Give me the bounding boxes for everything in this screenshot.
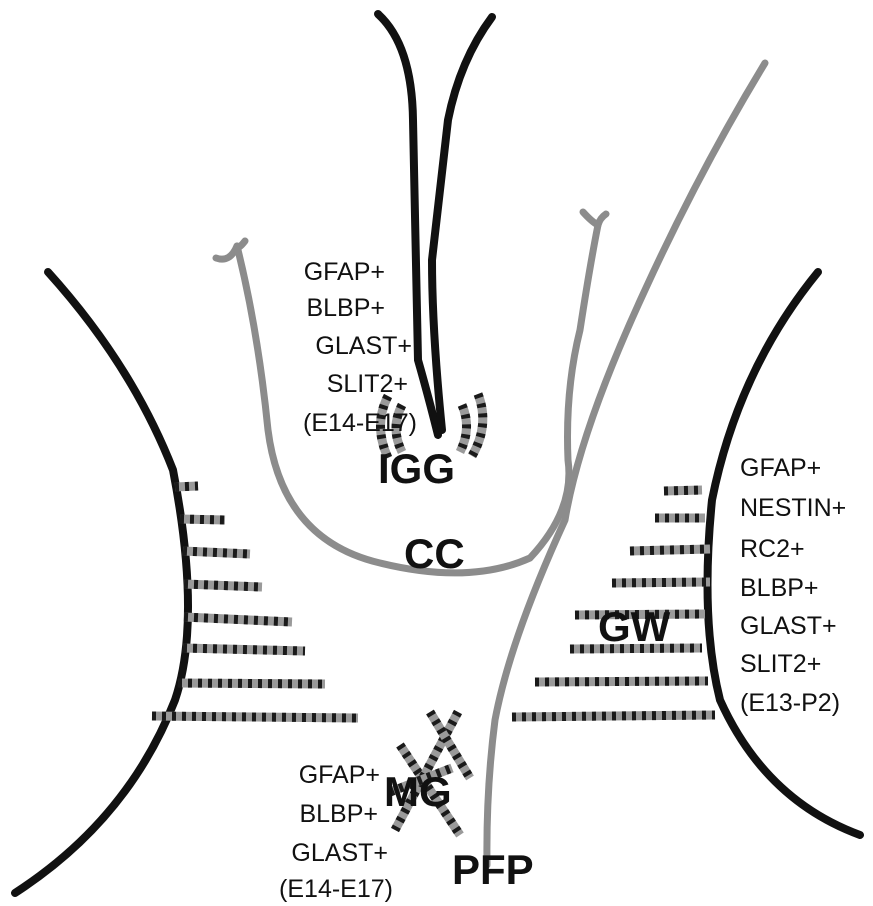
gw-marker-age: (E13-P2) bbox=[740, 689, 840, 717]
igg-marker-blbp: BLBP+ bbox=[306, 294, 385, 322]
gw-marker-blbp: BLBP+ bbox=[740, 574, 819, 602]
mg-marker-blbp: BLBP+ bbox=[299, 800, 378, 828]
mg-marker-glast: GLAST+ bbox=[291, 839, 388, 867]
igg-marker-gfap: GFAP+ bbox=[304, 258, 385, 286]
midline-fissure-right-wall bbox=[432, 17, 492, 430]
gw-marker-slit2: SLIT2+ bbox=[740, 650, 821, 678]
region-label-cc: CC bbox=[404, 530, 465, 577]
gw-marker-rc2: RC2+ bbox=[740, 535, 805, 563]
gw-marker-nestin: NESTIN+ bbox=[740, 494, 846, 522]
igg-marker-slit2: SLIT2+ bbox=[327, 370, 408, 398]
gw-marker-glast: GLAST+ bbox=[740, 612, 837, 640]
igg-marker-list: GFAP+ BLBP+ GLAST+ SLIT2+ (E14-E17) bbox=[303, 258, 417, 437]
axon-growth-cone-right bbox=[583, 212, 606, 225]
region-label-mg: MG bbox=[384, 768, 452, 815]
region-label-gw: GW bbox=[598, 603, 671, 650]
mg-marker-age: (E14-E17) bbox=[279, 875, 393, 903]
region-label-igg: IGG bbox=[378, 445, 455, 492]
left-ventricle-wall bbox=[15, 272, 188, 893]
region-label-pfp: PFP bbox=[452, 846, 534, 893]
gw-marker-list: GFAP+ NESTIN+ RC2+ BLBP+ GLAST+ SLIT2+ (… bbox=[740, 454, 846, 717]
gw-marker-gfap: GFAP+ bbox=[740, 454, 821, 482]
left-glial-wedge bbox=[152, 486, 358, 718]
igg-marker-age: (E14-E17) bbox=[303, 409, 417, 437]
mg-marker-gfap: GFAP+ bbox=[299, 761, 380, 789]
mg-marker-list: GFAP+ BLBP+ GLAST+ (E14-E17) bbox=[279, 761, 393, 903]
igg-marker-glast: GLAST+ bbox=[315, 332, 412, 360]
